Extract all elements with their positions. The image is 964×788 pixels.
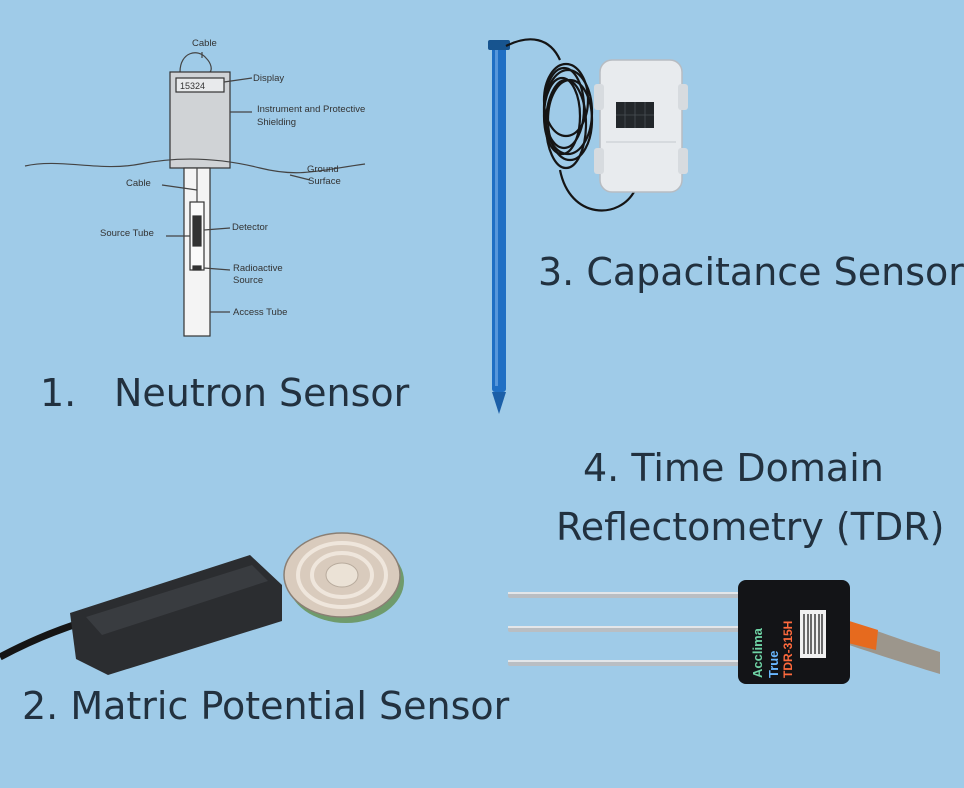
- tdr-rods: [508, 592, 758, 666]
- caption-tdr-line2: Reflectometry (TDR): [556, 505, 945, 549]
- label-detector: Detector: [232, 222, 268, 233]
- label-shielding-1: Instrument and Protective: [257, 104, 365, 115]
- caption-matric: 2. Matric Potential Sensor: [22, 684, 510, 728]
- matric-potential-sensor-image: [0, 532, 404, 675]
- label-ground-2: Surface: [308, 176, 341, 187]
- caption-tdr-line1: 4. Time Domain: [583, 446, 884, 490]
- label-cable-mid: Cable: [126, 178, 151, 189]
- label-display: Display: [253, 73, 284, 84]
- coiled-cable: [505, 38, 636, 212]
- tdr-model-1: True: [766, 651, 781, 678]
- label-radioactive-2: Source: [233, 275, 263, 286]
- caption-neutron-number: 1.: [40, 371, 77, 415]
- label-source-tube: Source Tube: [100, 228, 154, 239]
- caption-neutron: Neutron Sensor: [114, 371, 410, 415]
- label-cable-top: Cable: [192, 38, 217, 49]
- display-window: [175, 77, 225, 93]
- tdr-brand: Acclima: [750, 627, 765, 678]
- detector-block: [192, 215, 202, 247]
- caption-capacitance: 3. Capacitance Sensor: [538, 250, 964, 294]
- tdr-orange-collar: [844, 620, 878, 650]
- display-value: 15324: [180, 81, 205, 91]
- tdr-sensor-image: Acclima True TDR-315H: [508, 580, 940, 684]
- label-radioactive-1: Radioactive: [233, 263, 283, 274]
- tdr-model-2: TDR-315H: [781, 621, 795, 678]
- ceramic-disc: [283, 532, 404, 623]
- probe-cap: [488, 40, 510, 50]
- probe-tip: [492, 392, 506, 414]
- label-access-tube: Access Tube: [233, 307, 287, 318]
- neutron-sensor-diagram: Cable 15324 Display Instrument and Prote…: [24, 38, 366, 337]
- source-block: [192, 265, 202, 271]
- capacitance-sensor-image: [488, 38, 688, 414]
- ground-line: [24, 158, 366, 174]
- label-ground-1: Ground: [307, 164, 339, 175]
- probe-rod: [492, 46, 506, 392]
- cable-loop: [179, 52, 212, 73]
- label-shielding-2: Shielding: [257, 117, 296, 128]
